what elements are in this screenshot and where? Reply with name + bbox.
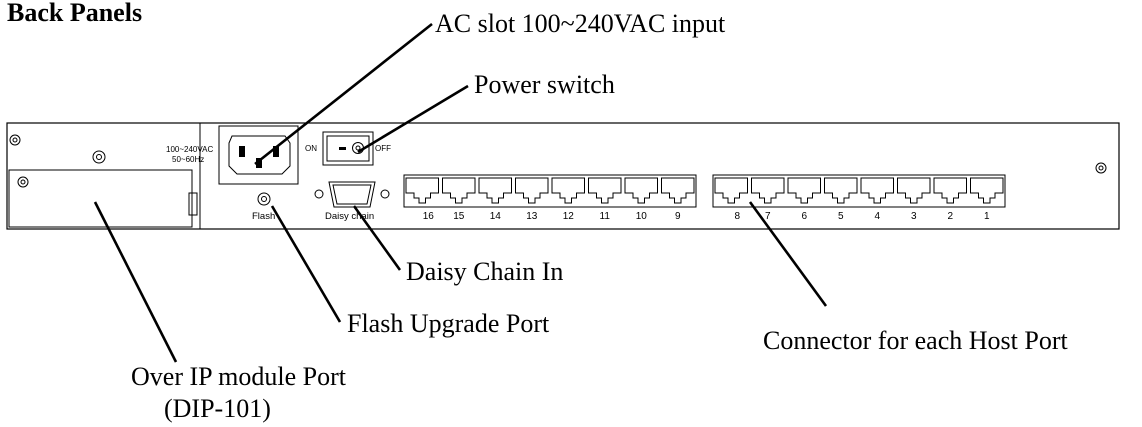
host-port-14: [478, 177, 512, 204]
port-number-10: 10: [636, 211, 648, 222]
flash-leader: [270, 205, 342, 323]
over-ip-model-callout: (DIP-101): [164, 394, 271, 423]
port-number-12: 12: [563, 211, 575, 222]
port-number-8: 8: [734, 211, 740, 222]
host-port-5: [824, 177, 858, 204]
host-port-16: [405, 177, 439, 204]
frequency-label: 50~60Hz: [172, 155, 204, 164]
port-number-2: 2: [947, 211, 953, 222]
host-port-callout: Connector for each Host Port: [763, 326, 1068, 355]
daisy-chain-leader: [352, 205, 402, 271]
host-port-6: [787, 177, 821, 204]
port-number-13: 13: [526, 211, 538, 222]
ac-slot-leader: [254, 22, 433, 166]
port-number-1: 1: [984, 211, 990, 222]
switch-on-label: ON: [305, 144, 317, 153]
host-port-7: [751, 177, 785, 204]
port-number-4: 4: [874, 211, 880, 222]
flash-label: Flash: [252, 211, 275, 222]
port-number-16: 16: [423, 211, 435, 222]
screw-left-icon: [92, 150, 106, 164]
ac-slot-callout: AC slot 100~240VAC input: [435, 9, 726, 38]
host-port-2: [933, 177, 967, 204]
power-switch-callout: Power switch: [474, 70, 615, 99]
daisy-chain-in-callout: Daisy Chain In: [406, 257, 563, 286]
host-port-15: [442, 177, 476, 204]
heading: Back Panels: [7, 0, 142, 27]
port-number-9: 9: [675, 211, 681, 222]
port-group-left: [403, 174, 697, 208]
host-port-9: [661, 177, 695, 204]
screw-right-icon: [1095, 162, 1107, 174]
host-port-13: [515, 177, 549, 204]
daisy-chain-label: Daisy chain: [325, 211, 374, 222]
module-latch: [188, 192, 198, 216]
port-number-14: 14: [490, 211, 502, 222]
voltage-label: 100~240VAC: [166, 145, 213, 154]
flash-upgrade-callout: Flash Upgrade Port: [347, 309, 550, 338]
host-port-10: [624, 177, 658, 204]
switch-off-label: OFF: [375, 144, 391, 153]
screw-module-icon: [17, 176, 29, 188]
over-ip-callout: Over IP module Port: [131, 362, 347, 391]
host-port-3: [897, 177, 931, 204]
host-port-leader: [748, 201, 828, 307]
flash-port-icon: [257, 192, 271, 206]
host-port-1: [970, 177, 1004, 204]
daisy-chain-connector-icon: [314, 181, 390, 208]
port-number-15: 15: [453, 211, 465, 222]
port-number-7: 7: [765, 211, 771, 222]
power-switch[interactable]: [322, 131, 374, 166]
power-switch-leader: [357, 84, 469, 154]
host-port-12: [551, 177, 585, 204]
over-ip-module-bay: [8, 169, 193, 228]
host-port-8: [714, 177, 748, 204]
host-port-4: [860, 177, 894, 204]
host-port-11: [588, 177, 622, 204]
screw-top-left-icon: [9, 134, 21, 146]
port-number-5: 5: [838, 211, 844, 222]
port-number-3: 3: [911, 211, 917, 222]
over-ip-leader: [93, 201, 178, 363]
port-group-right: [712, 174, 1006, 208]
port-number-11: 11: [600, 211, 611, 222]
port-number-6: 6: [801, 211, 807, 222]
